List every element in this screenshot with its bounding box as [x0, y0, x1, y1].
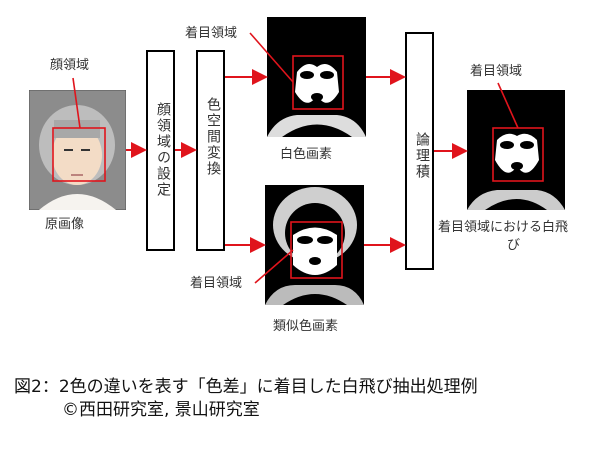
roi-box-white [292, 55, 344, 110]
figure-credit: ©西田研究室, 景山研究室 [62, 400, 260, 420]
logical-and-label: 論理積 [414, 132, 430, 180]
face-region-pointer [72, 77, 81, 129]
roi-pointer-output [497, 82, 519, 129]
similar-pixels-image [265, 185, 364, 305]
color-space-conversion-label: 色空間変換 [205, 97, 221, 177]
figure-caption: 図2：2色の違いを表す「色差」に着目した白飛び抽出処理例 [14, 377, 478, 397]
face-region-setting-label: 顔領域の設定 [155, 102, 171, 198]
logical-and-step: 論理積 [405, 32, 434, 270]
roi-pointer-top [249, 32, 294, 83]
face-region-setting-step: 顔領域の設定 [146, 50, 175, 251]
output-image [467, 90, 565, 210]
original-image-label: 原画像 [45, 217, 85, 232]
roi-box-similar [290, 221, 343, 279]
roi-label-top: 着目領域 [185, 26, 238, 41]
output-label-line2: び [507, 238, 521, 253]
roi-label-output: 着目領域 [470, 64, 523, 79]
white-pixels-image [267, 17, 366, 137]
roi-box-output [492, 127, 544, 182]
output-label-line1: 着目領域における白飛 [438, 220, 569, 235]
roi-pointer-bottom [254, 249, 294, 284]
face-region-box [52, 127, 106, 182]
face-region-label: 顔領域 [50, 58, 90, 73]
roi-label-bottom: 着目領域 [190, 276, 243, 291]
similar-pixels-label: 類似色画素 [273, 319, 339, 334]
color-space-conversion-step: 色空間変換 [196, 50, 225, 251]
white-pixels-label: 白色画素 [280, 147, 333, 162]
